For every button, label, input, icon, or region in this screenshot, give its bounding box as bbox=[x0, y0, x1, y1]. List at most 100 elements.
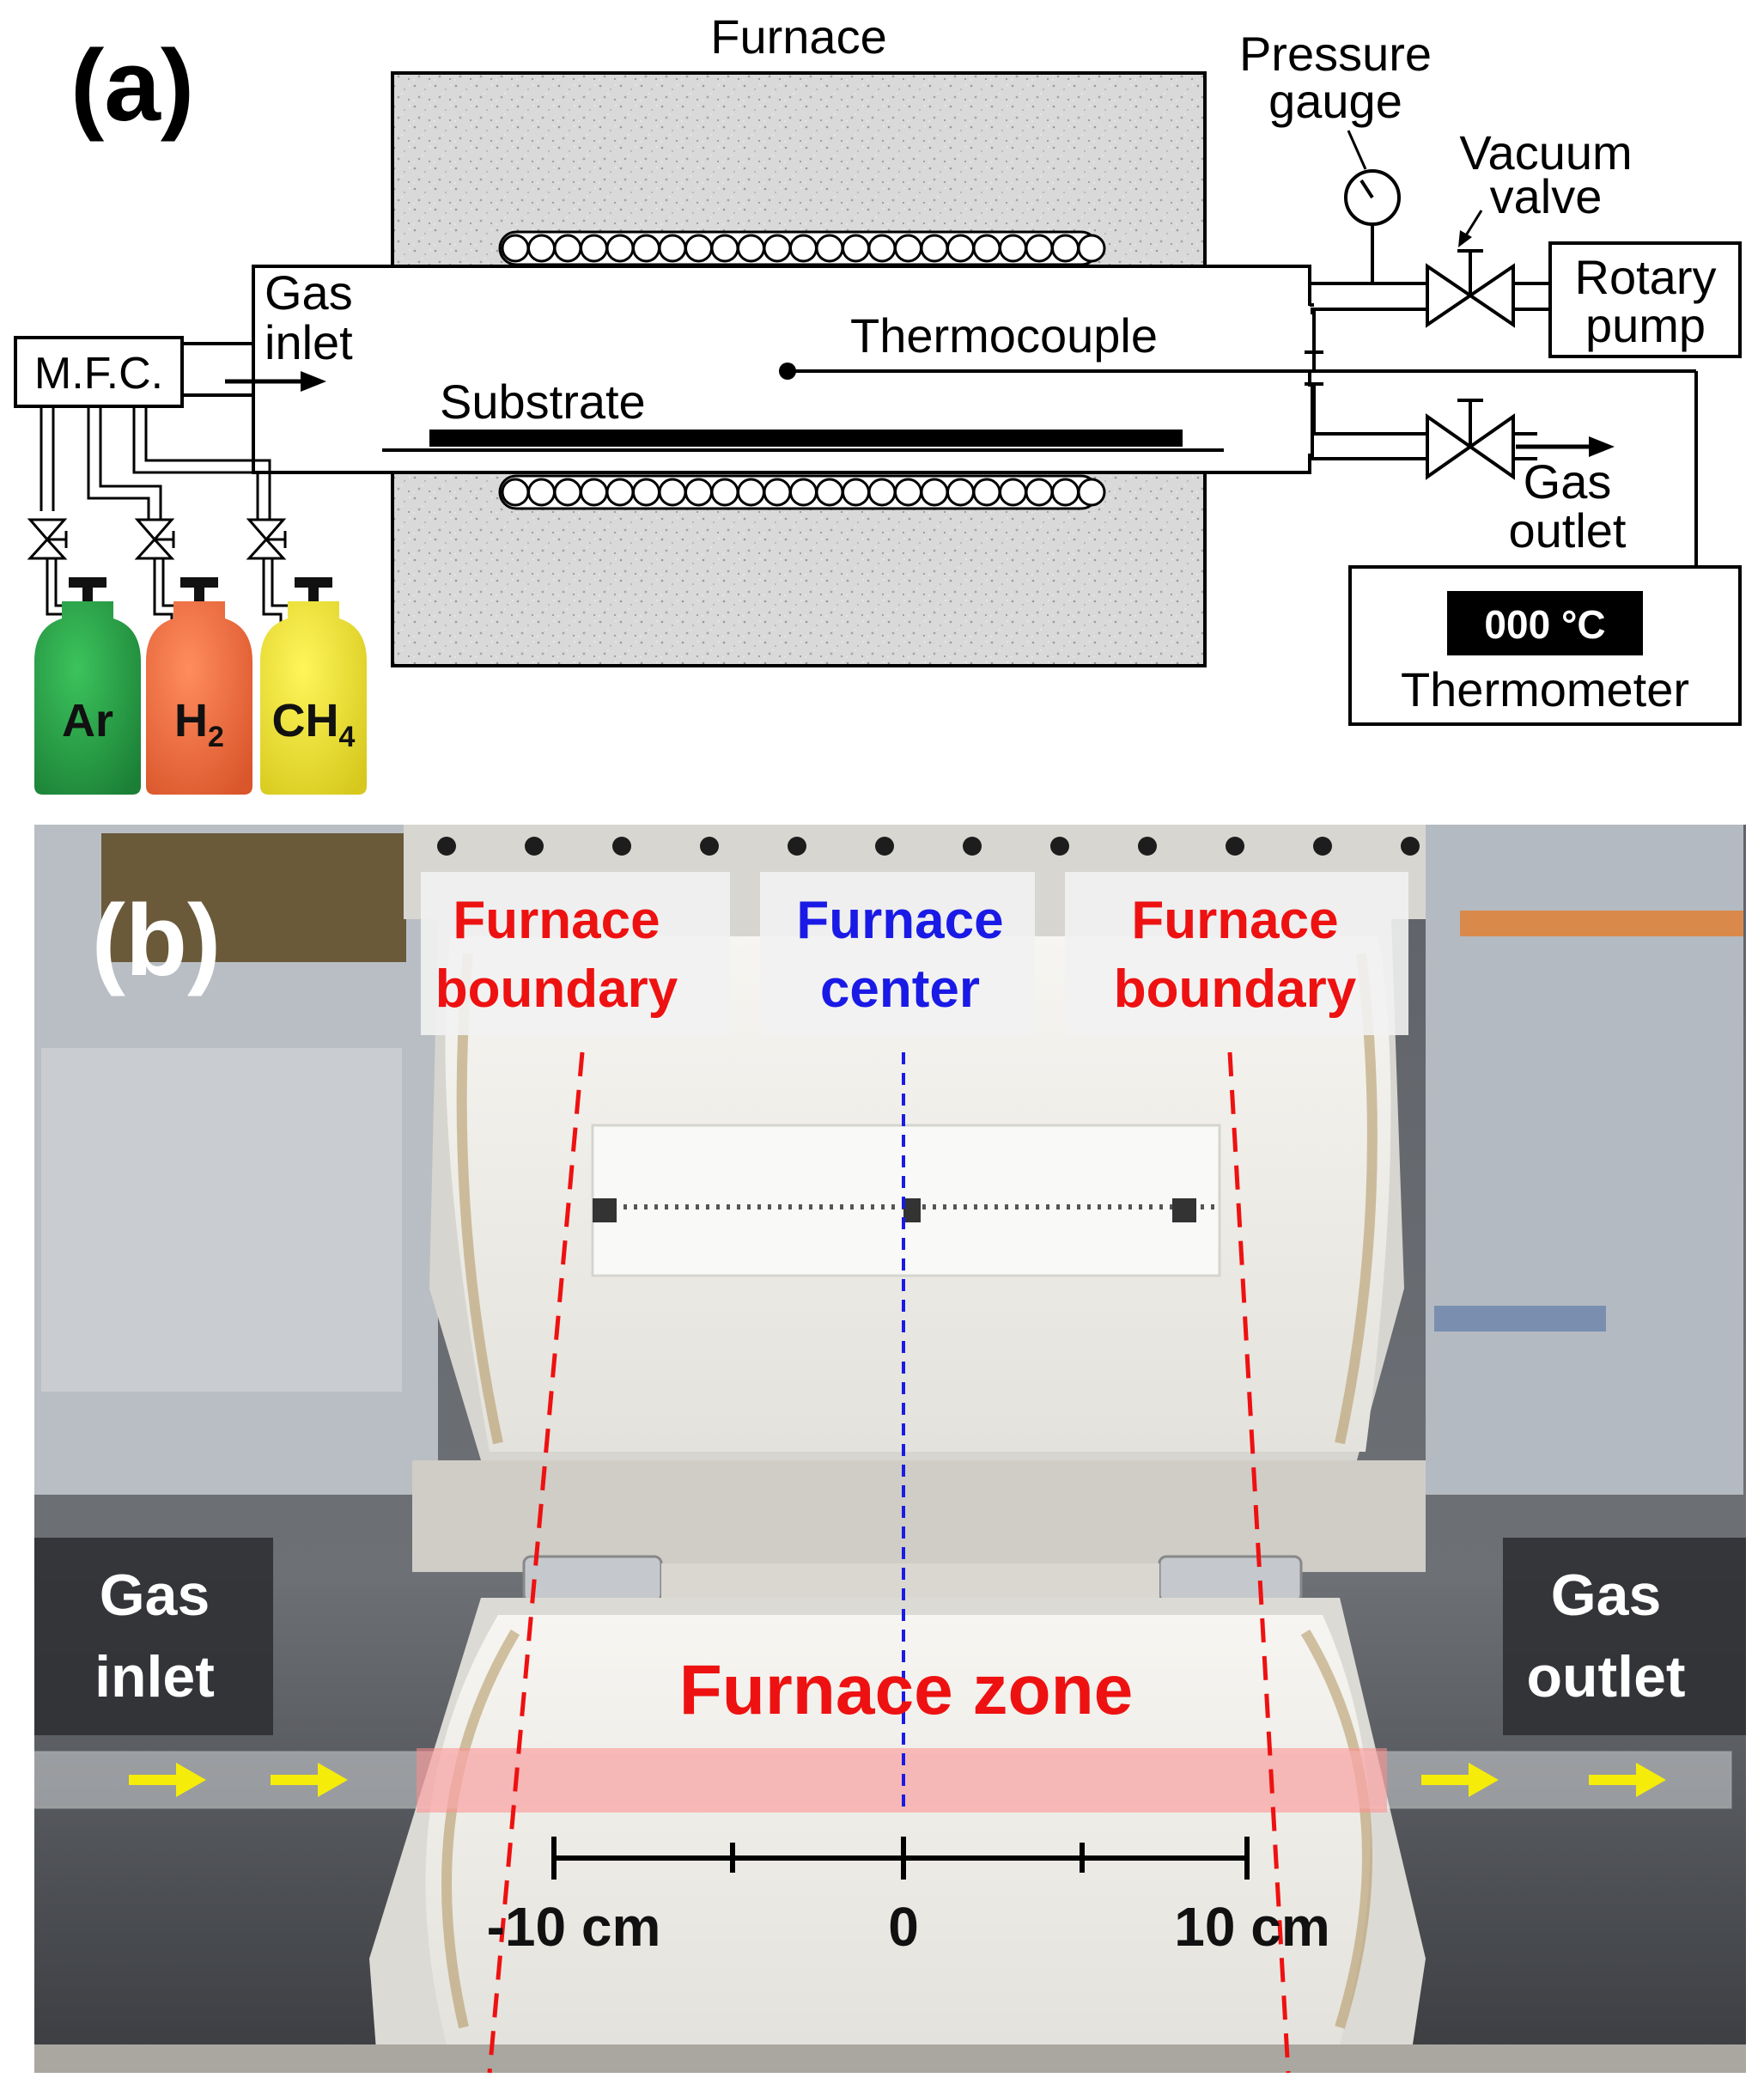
coil-loop bbox=[501, 234, 530, 263]
peg-hole bbox=[1050, 837, 1069, 856]
gas-valve-icon bbox=[27, 518, 68, 560]
gas-cylinder: CH4 bbox=[260, 577, 367, 795]
coil-loop bbox=[946, 478, 975, 507]
rotary-pump-label-1: Rotary bbox=[1575, 250, 1717, 304]
scale-center-label: 0 bbox=[888, 1896, 919, 1958]
coil-loop bbox=[842, 234, 870, 263]
hinge-left bbox=[522, 1555, 663, 1603]
coil-loop bbox=[527, 478, 556, 507]
coil-loop bbox=[632, 478, 660, 507]
flow-arrow-icon bbox=[1421, 1763, 1499, 1797]
photo-gas-inlet-label-2: inlet bbox=[94, 1644, 215, 1709]
insulation-lower bbox=[425, 1615, 1371, 2044]
pressure-gauge-label-1: Pressure bbox=[1239, 27, 1432, 81]
cylinder-gas-label: Ar bbox=[62, 695, 113, 746]
cylinder-valves bbox=[27, 518, 287, 560]
panel-a-label: (a) bbox=[70, 29, 194, 143]
vacuum-valve-label-2: valve bbox=[1490, 169, 1603, 223]
gas-outlet-arrow-icon bbox=[1589, 436, 1615, 457]
pressure-gauge-label-2: gauge bbox=[1268, 74, 1402, 128]
furnace-zone-label: Furnace zone bbox=[679, 1651, 1134, 1729]
boundary-right-label-2: boundary bbox=[1114, 960, 1357, 1019]
peg-hole bbox=[963, 837, 982, 856]
coil-loop bbox=[920, 478, 949, 507]
peg-hole bbox=[1401, 837, 1420, 856]
coil-loop bbox=[894, 234, 922, 263]
panel-b-label: (b) bbox=[92, 884, 222, 997]
gas-valve-icon bbox=[134, 518, 175, 560]
center-label-2: center bbox=[820, 960, 980, 1019]
coil-loop bbox=[658, 234, 687, 263]
heater-coils-bottom bbox=[498, 474, 1106, 510]
photo-gas-outlet-label-2: outlet bbox=[1526, 1644, 1685, 1709]
mfc-box bbox=[14, 336, 184, 408]
coil-loop bbox=[763, 234, 792, 263]
coil-loop bbox=[553, 234, 582, 263]
coil-loop bbox=[1025, 234, 1054, 263]
peg-hole bbox=[1226, 837, 1244, 856]
boundary-left-label-1: Furnace bbox=[453, 891, 660, 950]
peg-hole bbox=[437, 837, 456, 856]
coil-loop bbox=[842, 478, 870, 507]
gas-inlet-label-2: inlet bbox=[265, 315, 353, 369]
boundary-right-line bbox=[1227, 1051, 1291, 2074]
scale-left-label: -10 cm bbox=[487, 1896, 661, 1958]
peg-hole bbox=[1313, 837, 1332, 856]
vacuum-valve-icon bbox=[1426, 249, 1515, 328]
coil-loop bbox=[815, 478, 844, 507]
rotary-pump-label-2: pump bbox=[1585, 298, 1706, 352]
flow-arrow-icon bbox=[271, 1763, 348, 1797]
boundary-right-box bbox=[1065, 872, 1408, 1035]
coil-loop bbox=[920, 234, 949, 263]
coil-loop bbox=[815, 234, 844, 263]
coil-loop bbox=[580, 478, 608, 507]
photo-gas-outlet-label-1: Gas bbox=[1551, 1563, 1662, 1628]
flow-arrow-icon bbox=[1589, 1763, 1666, 1797]
substrate bbox=[429, 430, 1183, 447]
coil-loop bbox=[1077, 234, 1106, 263]
coil-loop bbox=[605, 234, 635, 263]
coil-loop bbox=[972, 478, 1001, 507]
flow-arrows bbox=[129, 1763, 1666, 1797]
coil-loop bbox=[1077, 478, 1106, 507]
coil-loop bbox=[867, 234, 897, 263]
coil-loop bbox=[1051, 478, 1080, 507]
peg-hole bbox=[875, 837, 894, 856]
coil-loop bbox=[684, 478, 713, 507]
thermocouple-label: Thermocouple bbox=[850, 308, 1158, 363]
peg-hole bbox=[788, 837, 806, 856]
vacuum-valve-label-1: Vacuum bbox=[1459, 125, 1632, 180]
coil-loop bbox=[527, 234, 556, 263]
coil-loop bbox=[999, 234, 1027, 263]
thermometer-display bbox=[1447, 591, 1643, 655]
coil-loop bbox=[737, 234, 765, 263]
center-label-1: Furnace bbox=[796, 891, 1003, 950]
gas-cylinder: Ar bbox=[34, 577, 141, 795]
coil-loop bbox=[710, 478, 739, 507]
coil-loop bbox=[789, 478, 818, 507]
coil-loop bbox=[684, 234, 713, 263]
hinge-right bbox=[1158, 1555, 1303, 1603]
center-box bbox=[760, 872, 1035, 1035]
coil-loop bbox=[763, 478, 792, 507]
gas-cylinder: H2 bbox=[146, 577, 252, 795]
coil-loop bbox=[501, 478, 530, 507]
thermometer-label: Thermometer bbox=[1401, 662, 1689, 716]
substrate-label: Substrate bbox=[440, 375, 646, 429]
coil-loop bbox=[867, 478, 897, 507]
coil-loop bbox=[553, 478, 582, 507]
rotary-pump-box bbox=[1548, 241, 1742, 358]
outlet-valve-icon bbox=[1426, 399, 1515, 480]
peg-hole bbox=[612, 837, 631, 856]
peg-hole bbox=[700, 837, 719, 856]
coil-loop bbox=[1051, 234, 1080, 263]
coil-loop bbox=[580, 234, 608, 263]
heater-coils-top bbox=[498, 230, 1106, 266]
peg-hole bbox=[525, 837, 544, 856]
thermometer-readout: 000 °C bbox=[1484, 602, 1605, 647]
flow-arrow-icon bbox=[129, 1763, 206, 1797]
boundary-right-label-1: Furnace bbox=[1131, 891, 1338, 950]
coil-loop bbox=[789, 234, 818, 263]
gas-inlet-arrow-icon bbox=[301, 371, 326, 392]
